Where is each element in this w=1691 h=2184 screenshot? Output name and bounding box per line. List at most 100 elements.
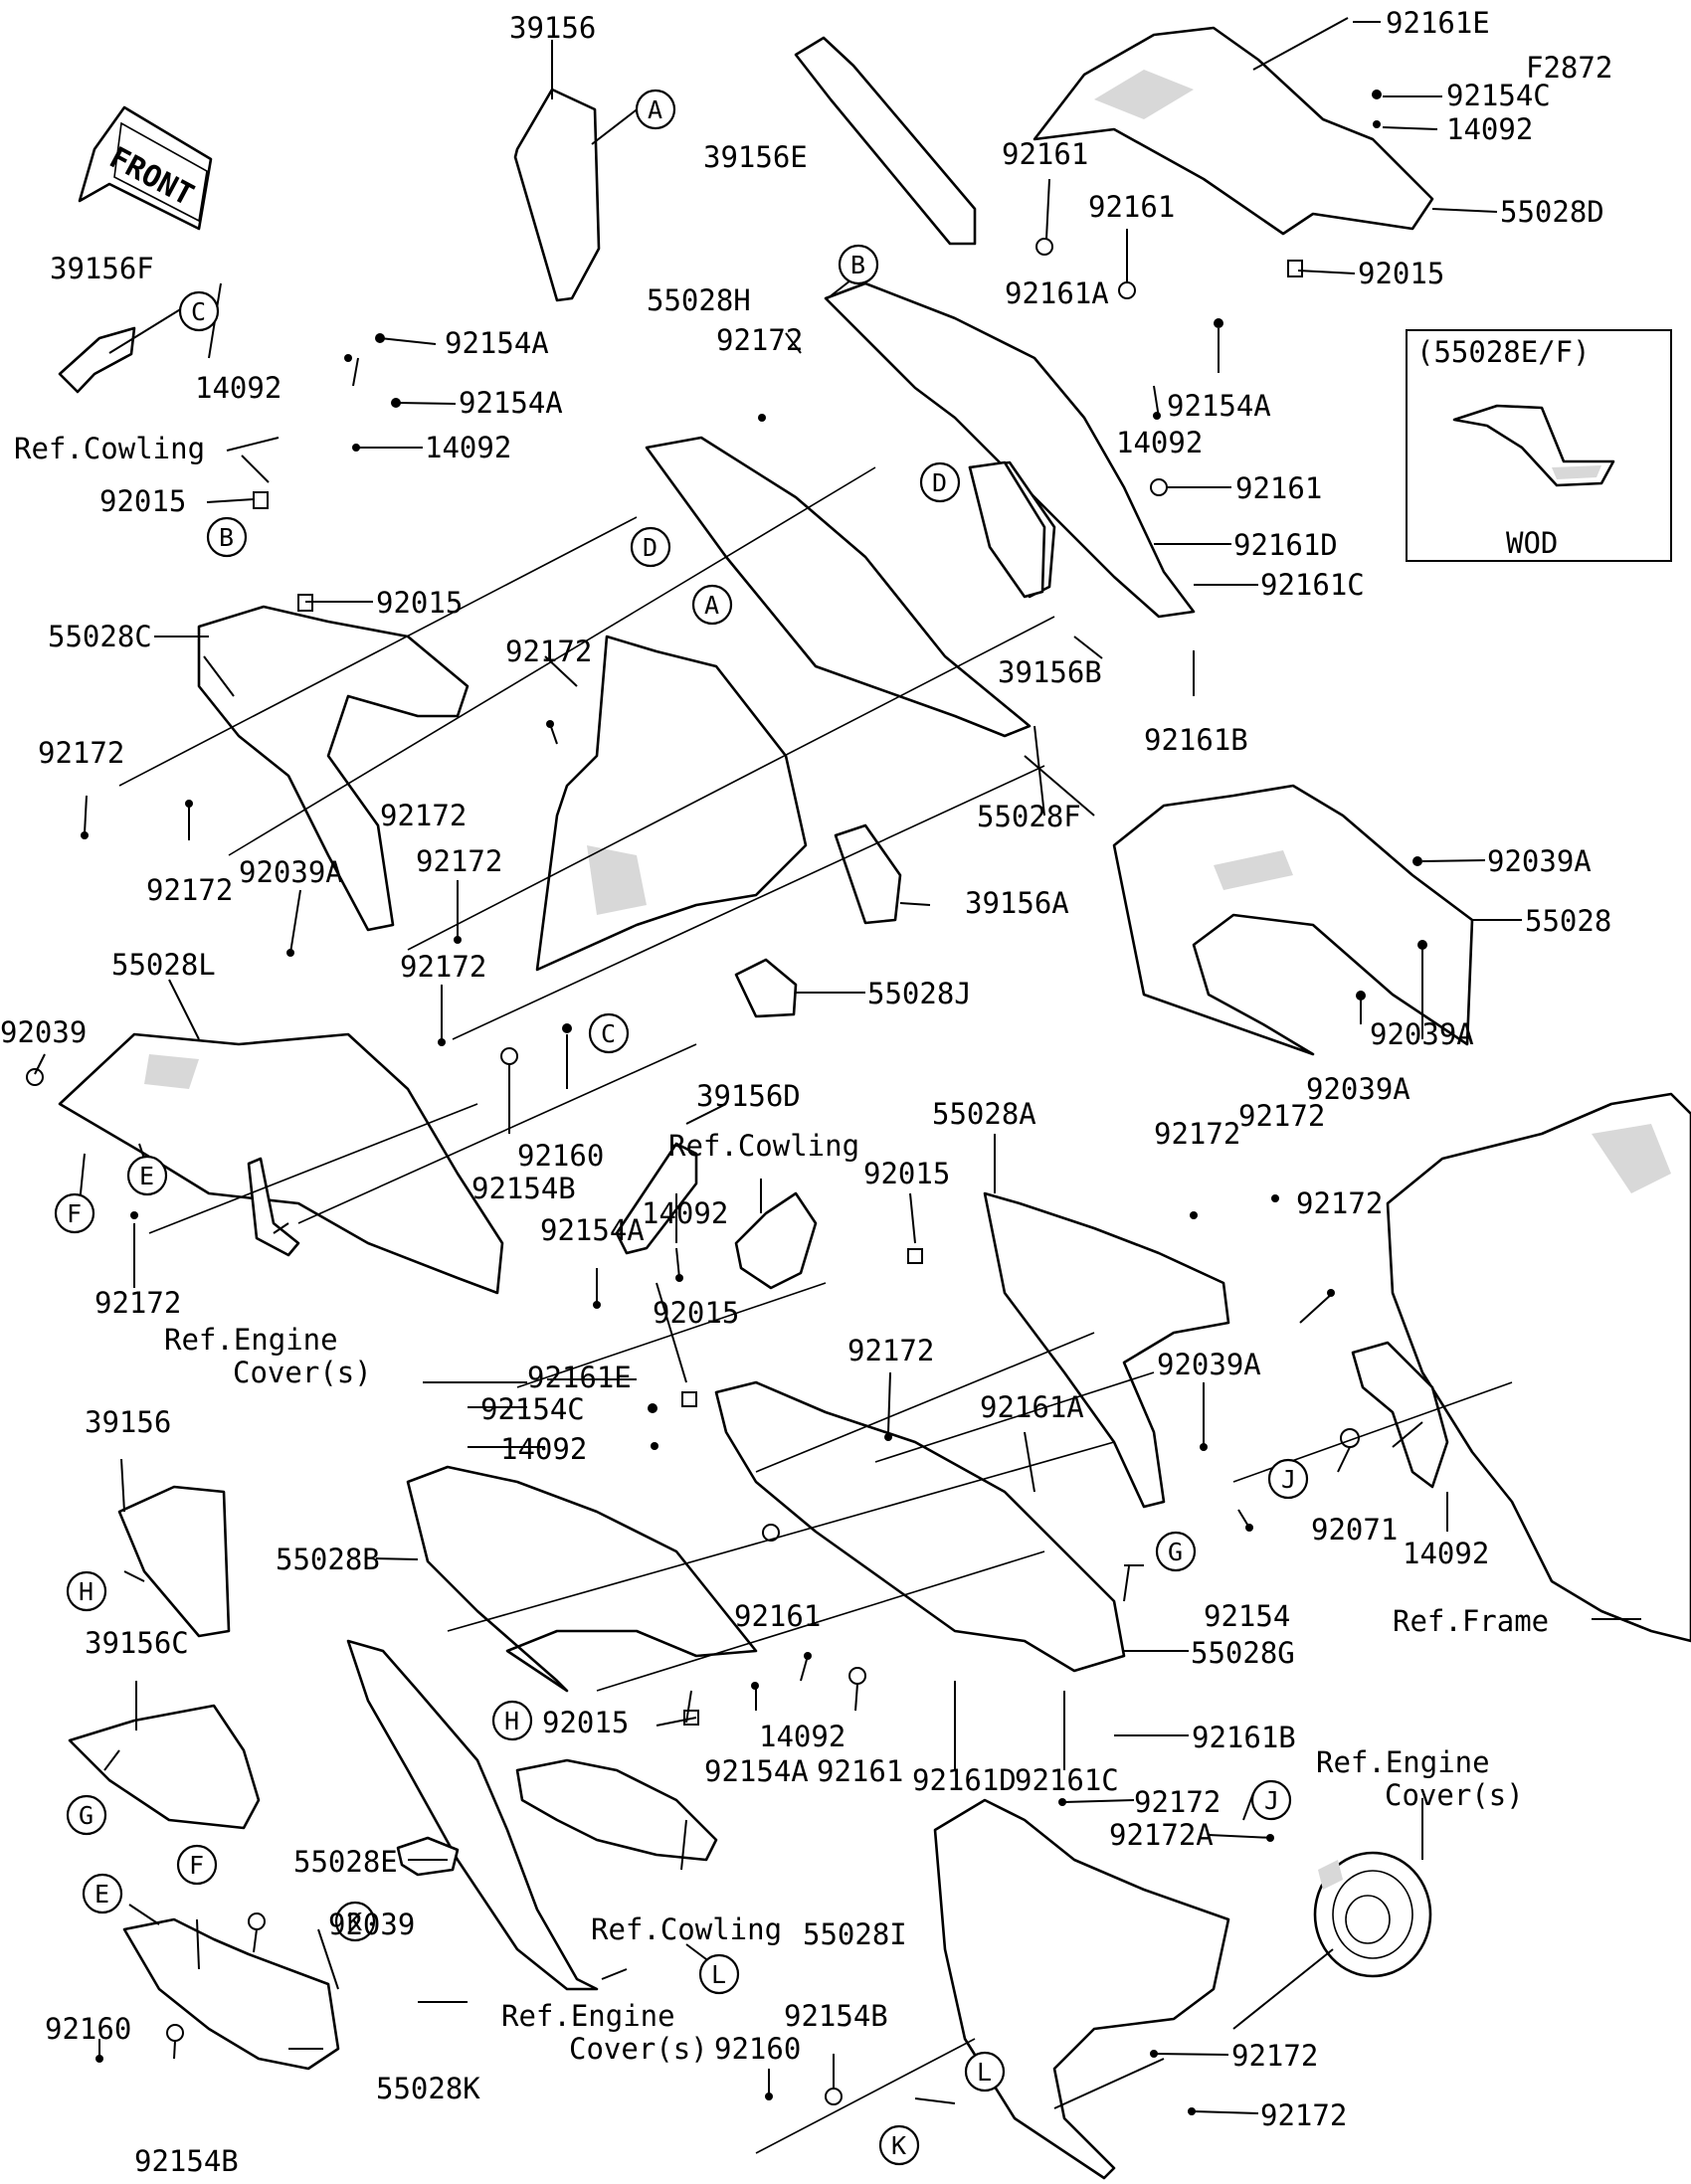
label-92154: 92154 [1204,1599,1290,1633]
label-ref-engine-covers-left-1: Ref.Engine [164,1323,338,1357]
svg-text:E: E [139,1162,154,1190]
callout-j-right: J [1267,1458,1309,1500]
label-92200-1: 14092 [195,371,282,405]
label-92161A-1: 92161A [1005,276,1109,310]
label-ref-engine-covers-right-1: Ref.Engine [1316,1745,1490,1779]
label-92071: 92071 [1311,1513,1398,1547]
callout-j-lower: J [1250,1779,1292,1821]
label-39156A: 39156A [965,886,1069,920]
label-92161-3: 92161 [1235,471,1322,505]
label-ref-cowling-lower: Ref.Cowling [591,1912,782,1946]
label-92154C-2: 92160 [45,2012,131,2046]
svg-text:B: B [219,523,234,552]
callout-f-lower: F [176,1844,218,1886]
callout-g-center: H [491,1700,533,1741]
callout-d-center: D [919,461,961,503]
label-55028C: 55028B [276,1543,380,1576]
label-39156C: 39156C [85,1626,189,1660]
label-92161E-1: 92161E [1386,6,1490,40]
svg-text:C: C [601,1019,616,1048]
callout-b-top: B [838,244,879,285]
svg-text:L: L [711,1960,726,1989]
label-39156B: 39156B [998,655,1102,689]
callout-f-left: F [54,1192,95,1234]
label-92161-2: 92161 [1088,190,1175,224]
label-92039A-4: 92039A [1306,1072,1410,1106]
label-55028J: 55028J [867,977,972,1010]
svg-text:J: J [1281,1465,1296,1494]
label-92161-4: 92161 [734,1599,821,1633]
svg-text:E: E [94,1880,109,1909]
label-39156-top: 39156 [509,11,596,45]
label-92200-7: 14092 [759,1720,846,1753]
label-92172-4: 92172 [146,873,233,907]
svg-text:F: F [189,1851,204,1880]
label-ref-engine-covers-right-2: Cover(s) [1385,1778,1524,1812]
label-92154B-2: 92154C [480,1392,585,1426]
diagram-code: F2872 [1526,51,1612,85]
label-92161C-1: 92161B [1144,723,1248,757]
callout-a-center: A [691,584,733,626]
label-92161D-2: 92161D [912,1763,1017,1797]
callout-e-lower: E [82,1873,123,1914]
svg-text:A: A [704,591,719,620]
label-55028G: 55028G [1191,1636,1295,1670]
svg-text:D: D [932,468,947,497]
callout-g-left: H [66,1570,107,1612]
label-92200-2: 14092 [425,431,511,464]
label-92161E-2: 92161E [527,1361,632,1394]
label-55028: 55028 [1525,904,1611,938]
callout-circles: A C B B D D A C E F G J H H G J E F K L … [54,89,1309,2166]
label-92172-11: 92172 [94,1286,181,1320]
label-55028I: 55028I [803,1917,907,1951]
label-55028D: 55028D [1500,195,1604,229]
label-92172-14: 92172 [1231,2039,1318,2073]
label-92154A-4: 92154A [540,1213,645,1247]
label-92172-15: 92172 [1260,2098,1347,2132]
svg-text:B: B [850,251,865,279]
callout-l-right: L [964,2051,1006,2093]
label-92015-3: 92015 [1358,257,1444,290]
label-92154B-1: 92154C [1446,79,1551,112]
label-92172-13: 92172 [1134,1785,1221,1819]
label-39156E: 39156E [703,140,808,174]
front-arrow-icon: FRONT [78,105,213,231]
svg-text:H: H [79,1577,94,1606]
label-ref-engine-covers-lower-1: Ref.Engine [501,1999,675,2033]
callout-c-center: C [588,1012,630,1054]
inset-box: (55028E/F) WOD [1406,329,1672,562]
callout-k-left: K [334,1901,376,1942]
label-92200-6: 14092 [500,1432,587,1466]
label-55028K: 55028K [376,2072,480,2105]
label-55028H: 55028H [647,283,751,317]
label-92160-2: 92154B [784,1999,888,2033]
label-92154A-3: 92154A [1167,389,1271,423]
label-92154C-1: 92160 [517,1139,604,1173]
label-92015-5: 92015 [653,1296,739,1330]
label-92172-10: 92172 [1296,1186,1383,1220]
label-92161B-1: 92161C [1260,568,1365,602]
label-ref-cowling-top: Ref.Cowling [14,432,205,465]
label-92172-12: 92172 [847,1334,934,1367]
leader-lines [34,17,1641,2154]
label-92172-8: 92172 [1154,1117,1240,1151]
callout-h-left: G [66,1794,107,1836]
label-92039A-2: 92039A [1487,844,1592,878]
inset-caption: WOD [1506,526,1558,560]
label-ref-engine-covers-left-2: Cover(s) [233,1356,372,1389]
label-92039-1: 92039 [0,1015,87,1049]
label-39156D: 39156D [696,1079,801,1113]
svg-text:F: F [67,1199,82,1228]
svg-text:A: A [648,95,662,124]
svg-text:L: L [977,2058,992,2087]
label-55028E: 55028E [293,1845,398,1879]
label-92154A-5: 92154A [704,1754,809,1788]
label-92172A: 92172A [1109,1818,1214,1852]
svg-text:J: J [1264,1786,1279,1815]
callout-k-lower: K [878,2124,920,2166]
label-92015-1: 92015 [99,484,186,518]
label-92015-4: 92015 [863,1157,950,1190]
label-92161B-2: 92161C [1015,1763,1119,1797]
label-92160-3: 92154B [134,2144,239,2178]
